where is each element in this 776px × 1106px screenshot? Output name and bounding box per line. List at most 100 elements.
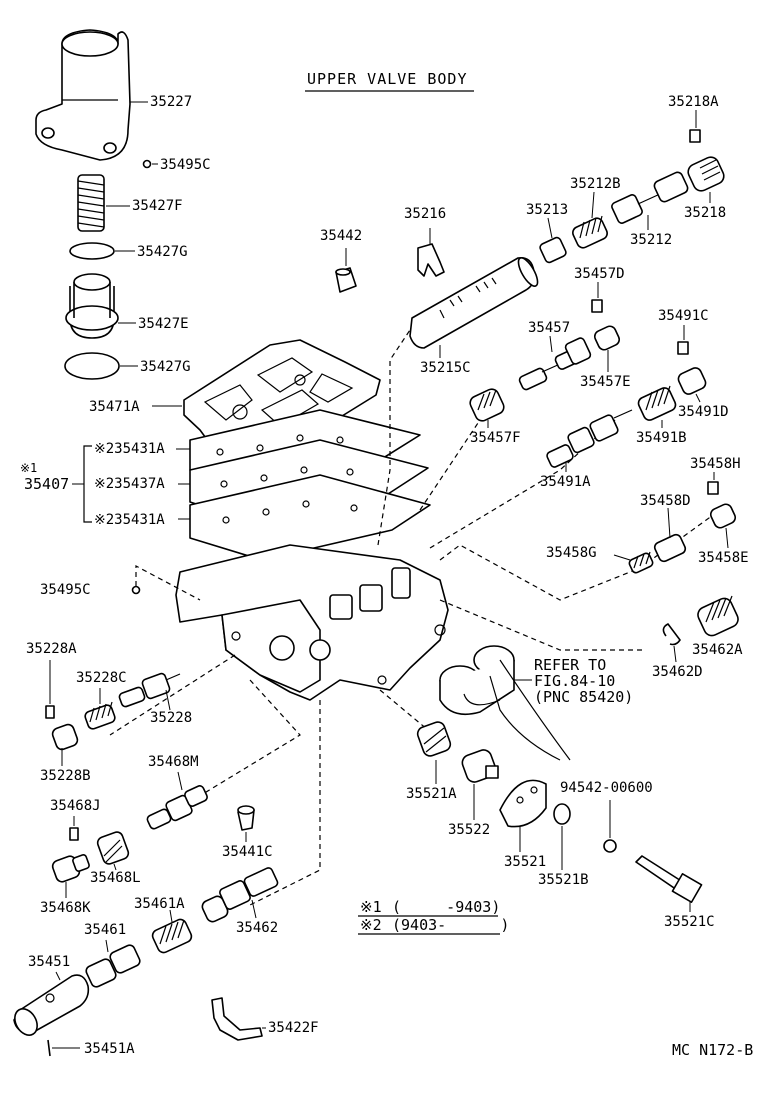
part-35461-valve <box>85 944 141 988</box>
part-35451A-pin <box>47 1039 51 1057</box>
label-35228A: 35228A <box>26 641 77 657</box>
part-35228-valve <box>118 672 181 708</box>
label-35451: 35451 <box>28 954 71 970</box>
label-35451A: 35451A <box>84 1041 135 1057</box>
label-35461: 35461 <box>84 922 127 938</box>
label-35212B: 35212B <box>570 176 621 192</box>
label-35442: 35442 <box>320 228 363 244</box>
part-35462A-spring <box>697 595 739 637</box>
label-35521: 35521 <box>504 854 547 870</box>
part-35442-plug <box>335 267 357 293</box>
part-35458E-plug <box>709 503 737 529</box>
label-35491A: 35491A <box>540 474 591 490</box>
part-35491C-pin <box>677 341 689 355</box>
label-35431A-b: ※235431A <box>94 512 165 528</box>
part-35218-plug <box>687 156 725 192</box>
group-bracket <box>83 445 92 523</box>
label-35427F: 35427F <box>132 198 183 214</box>
label-35491D: 35491D <box>678 404 729 420</box>
refer-line-2: FIG.84-10 <box>534 672 616 690</box>
label-35458H: 35458H <box>690 456 741 472</box>
label-35468J: 35468J <box>50 798 101 814</box>
label-35491B: 35491B <box>636 430 687 446</box>
label-35228C: 35228C <box>76 670 127 686</box>
label-35427E: 35427E <box>138 316 189 332</box>
label-35228B: 35228B <box>40 768 91 784</box>
part-35216-clip <box>417 243 445 277</box>
part-35427F-spring <box>77 174 105 232</box>
label-35216: 35216 <box>404 206 447 222</box>
part-35228B-plug <box>51 723 79 751</box>
part-35458G-spring <box>628 551 654 574</box>
part-35458H-pin <box>707 481 719 495</box>
label-35495C-top: 35495C <box>160 157 211 173</box>
part-35461A-spring <box>151 918 193 954</box>
part-35451-sleeve <box>13 974 90 1036</box>
part-35427G-ring-a <box>69 242 115 260</box>
label-35212: 35212 <box>630 232 673 248</box>
label-35495C-mid: 35495C <box>40 582 91 598</box>
part-35462-valve <box>201 867 279 923</box>
part-35457-valve <box>518 337 592 391</box>
label-35437A: ※235437A <box>94 476 165 492</box>
part-35468K-plug <box>51 854 90 883</box>
legend-text-1: ( -9403) <box>392 898 501 916</box>
label-35215C: 35215C <box>420 360 471 376</box>
label-35427G-a: 35427G <box>137 244 188 260</box>
part-35457F-spring <box>469 388 505 422</box>
part-35458D-valve <box>653 533 687 563</box>
part-94542-00600-washer <box>603 839 617 853</box>
legend-mark-2: ※2 <box>360 916 382 934</box>
part-35468J-pin <box>69 827 79 841</box>
part-35522-plunger <box>461 749 499 783</box>
part-35521-solenoid <box>499 779 547 828</box>
label-35471A: 35471A <box>89 399 140 415</box>
part-35491A-valve <box>546 409 633 468</box>
label-35227: 35227 <box>150 94 193 110</box>
part-35521C-bolt <box>635 855 703 903</box>
label-35521A: 35521A <box>406 786 457 802</box>
legend-mark-1: ※1 <box>360 898 382 916</box>
label-35457: 35457 <box>528 320 571 336</box>
valve-body <box>175 544 449 701</box>
refer-line-1: REFER TO <box>534 656 607 674</box>
label-35458G: 35458G <box>546 545 597 561</box>
label-35441C: 35441C <box>222 844 273 860</box>
part-35521B-washer <box>553 803 571 825</box>
label-35218: 35218 <box>684 205 727 221</box>
label-35461A: 35461A <box>134 896 185 912</box>
diagram-code: MC N172-B <box>672 1041 754 1059</box>
part-35491B-spring <box>637 385 677 421</box>
part-35431A-plate-b <box>189 474 431 561</box>
part-35495C-ball-mid <box>131 585 141 595</box>
part-35468L-spring <box>96 831 130 865</box>
label-35457D: 35457D <box>574 266 625 282</box>
label-35462: 35462 <box>236 920 279 936</box>
part-35227-cover <box>35 29 131 161</box>
part-35212-valve <box>611 171 689 224</box>
part-35521A-spring <box>416 721 452 757</box>
label-35462A: 35462A <box>692 642 743 658</box>
diagram-title: UPPER VALVE BODY <box>307 70 468 88</box>
label-35468L: 35468L <box>90 870 141 886</box>
part-35457E-plug <box>593 325 621 351</box>
label-35427G-b: 35427G <box>140 359 191 375</box>
label-94542-00600: 94542-00600 <box>560 780 653 796</box>
part-35427G-ring-b <box>64 352 120 380</box>
label-35522: 35522 <box>448 822 491 838</box>
label-35521C: 35521C <box>664 914 715 930</box>
part-35441C-plug <box>237 805 255 831</box>
legend-text-2: (9403- ) <box>392 916 510 934</box>
group-label-35407: 35407 <box>24 475 70 493</box>
label-35431A-a: ※235431A <box>94 441 165 457</box>
part-35427E-piston <box>65 273 119 339</box>
label-35213: 35213 <box>526 202 569 218</box>
part-35468M-valve <box>146 785 208 830</box>
label-35491C: 35491C <box>658 308 709 324</box>
label-35458D: 35458D <box>640 493 691 509</box>
part-35212B-spring <box>572 215 608 249</box>
label-35457E: 35457E <box>580 374 631 390</box>
part-35462D-ring <box>662 623 681 646</box>
